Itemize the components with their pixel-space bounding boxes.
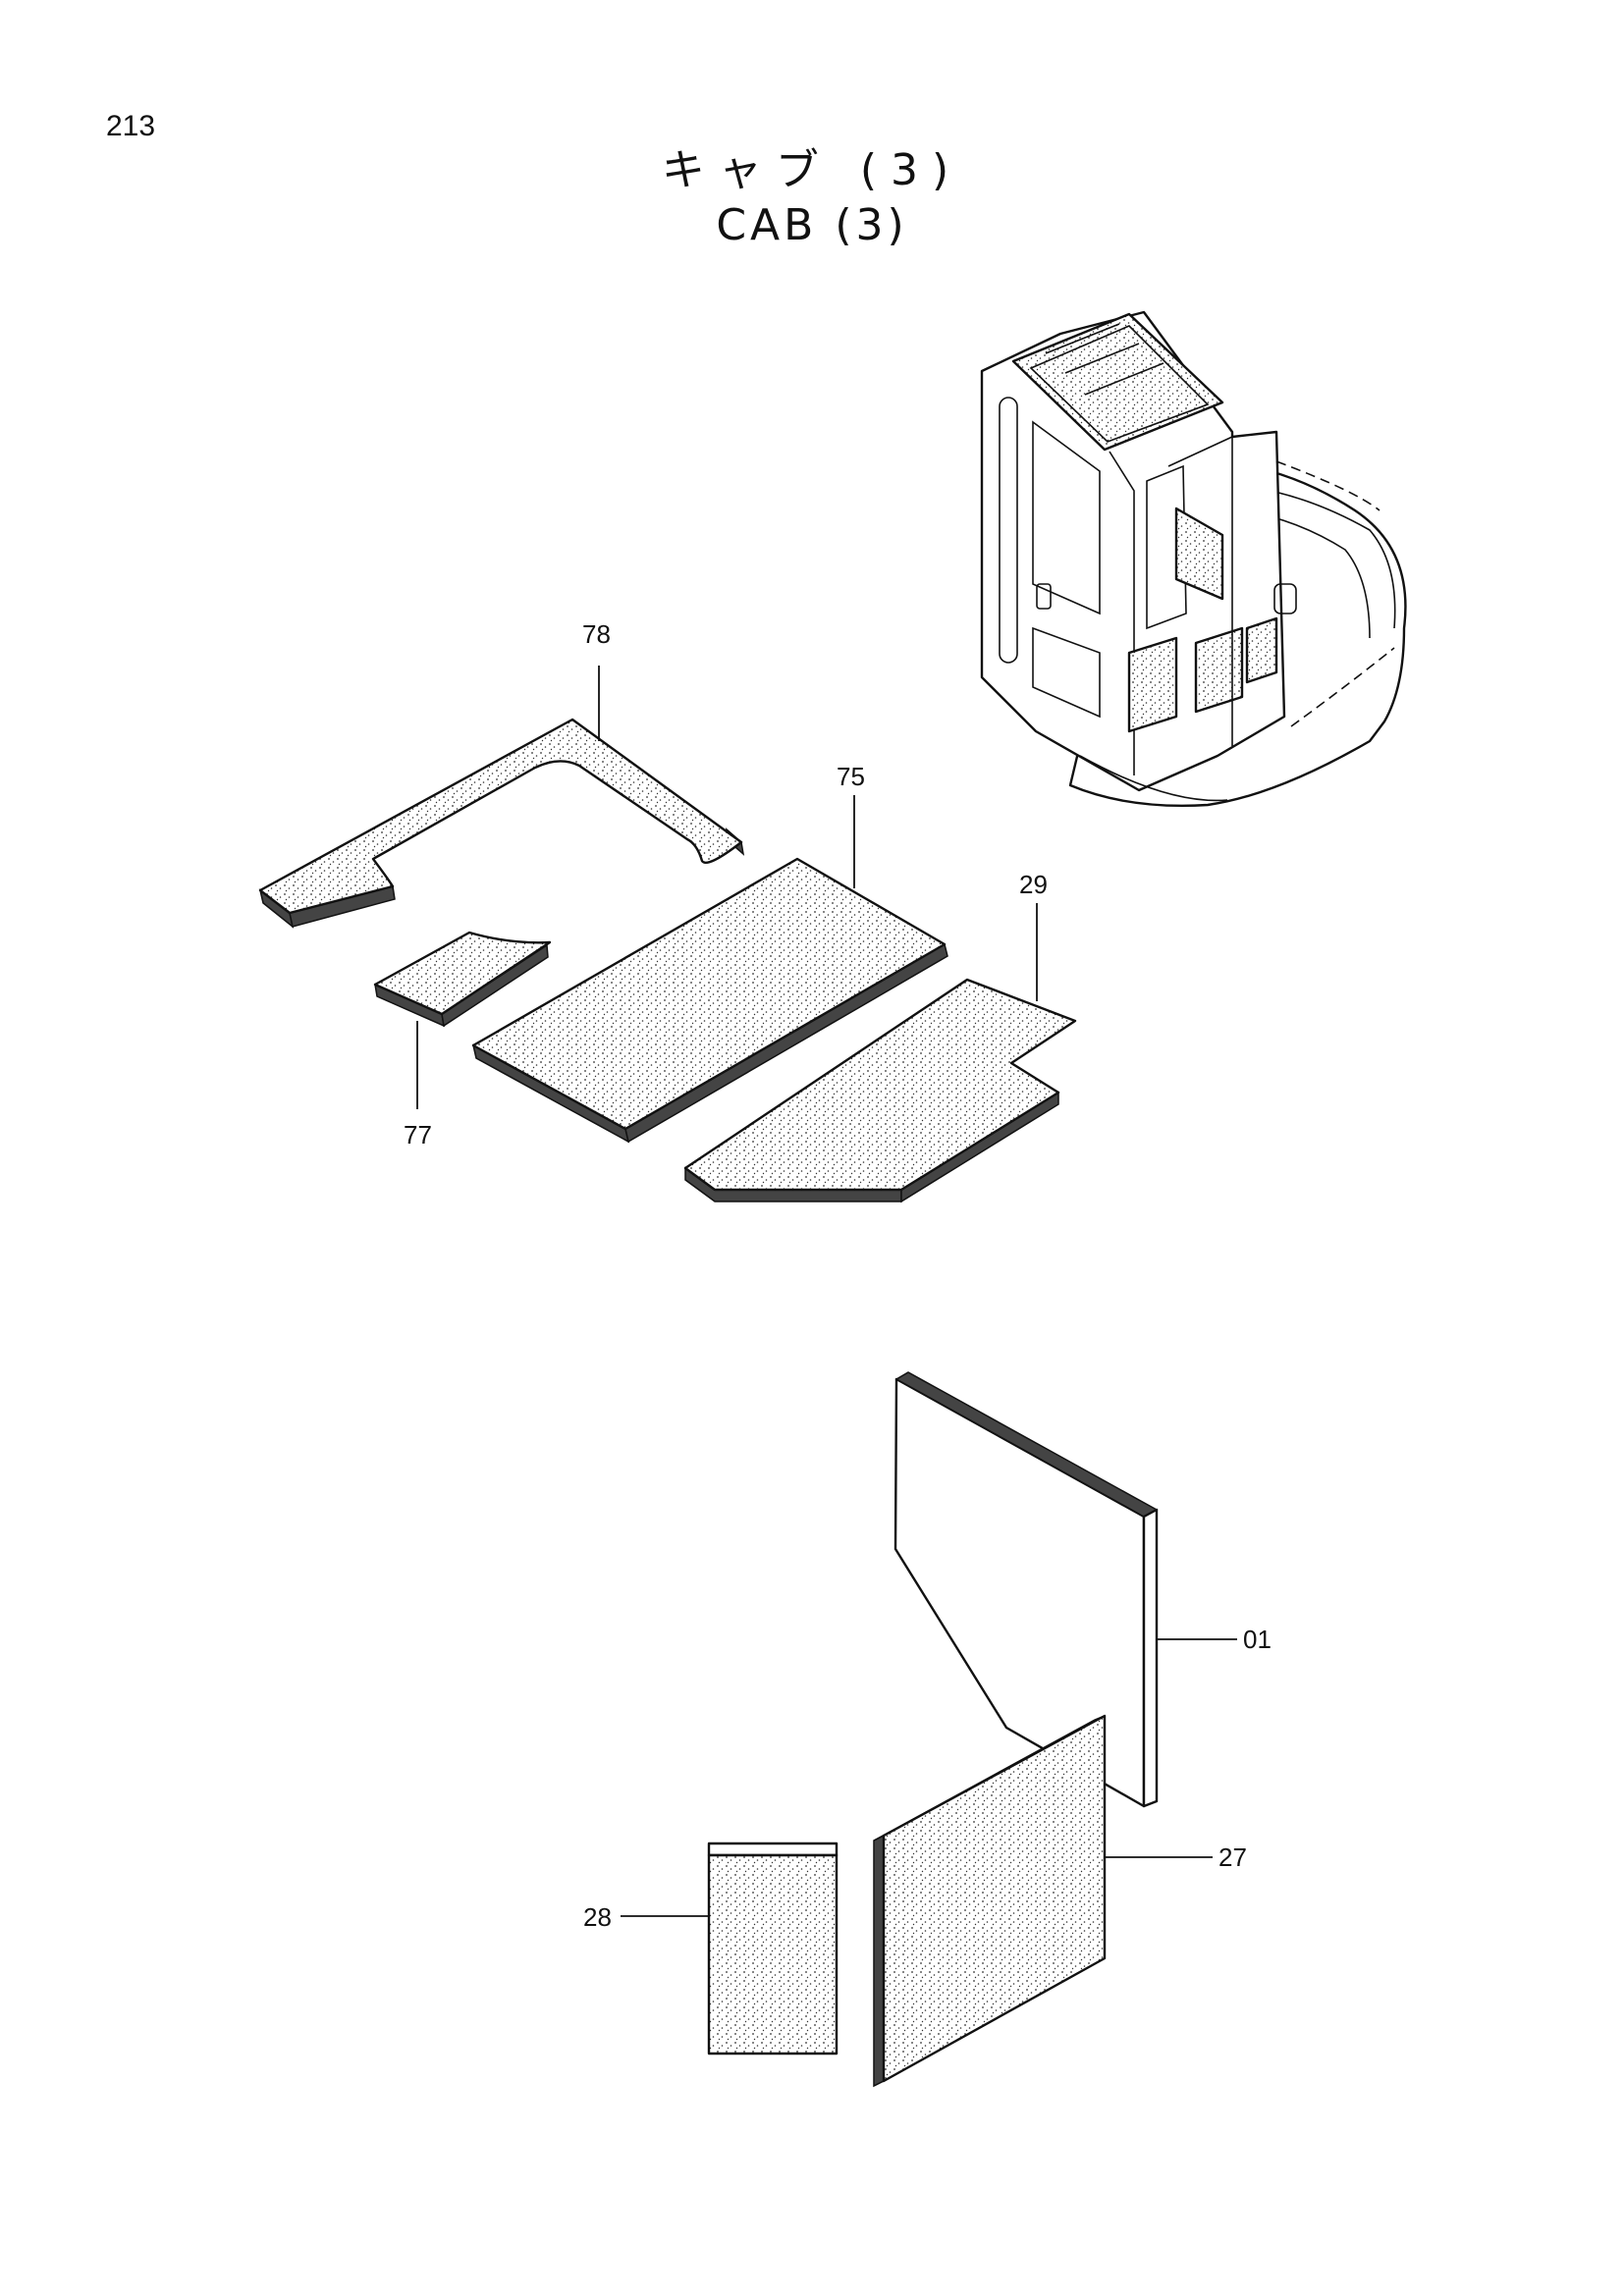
part-01-large-panel — [893, 1371, 1159, 1808]
title-english: CAB (3) — [716, 200, 908, 250]
part-29-angled-mat — [683, 978, 1077, 1203]
callout-78: 78 — [582, 619, 611, 649]
callout-01: 01 — [1243, 1625, 1272, 1654]
callout-27: 27 — [1218, 1842, 1247, 1872]
callout-77: 77 — [404, 1120, 432, 1149]
part-77-small-mat — [373, 931, 552, 1028]
part-27-foam-panel — [873, 1714, 1107, 2088]
cab-overview-illustration — [980, 310, 1407, 808]
page-number: 213 — [106, 110, 156, 142]
part-28-foam-block — [707, 1842, 839, 2056]
page-title: キャブ (3) CAB (3) — [0, 143, 1624, 253]
part-78-floor-mat — [258, 718, 745, 929]
callout-29: 29 — [1019, 870, 1048, 899]
callout-28: 28 — [583, 1902, 612, 1932]
callout-75: 75 — [837, 762, 865, 791]
part-75-main-floor-mat — [471, 857, 948, 1144]
title-japanese: キャブ (3) — [661, 145, 963, 195]
